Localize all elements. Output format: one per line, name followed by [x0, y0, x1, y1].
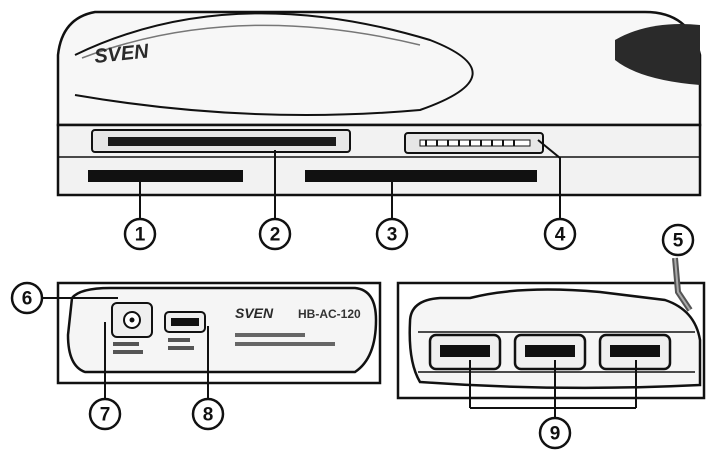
svg-text:3: 3: [387, 225, 398, 246]
svg-text:9: 9: [550, 424, 561, 445]
callout-3: 3: [375, 217, 409, 251]
callout-2: 2: [258, 217, 292, 251]
mini-usb-icon: [164, 311, 206, 333]
callout-5: 5: [661, 223, 695, 257]
usb-side-view: [396, 257, 706, 400]
callout-4: 4: [543, 217, 577, 251]
card-slot-icon: [305, 170, 537, 182]
brand-label: SVEN: [235, 305, 274, 321]
svg-text:8: 8: [203, 405, 214, 426]
usb-port-icon: [598, 333, 672, 371]
device-top-view: SVEN: [56, 10, 702, 197]
svg-text:7: 7: [100, 405, 111, 426]
model-label: HB-AC-120: [298, 307, 361, 321]
callout-8: 8: [191, 397, 225, 431]
svg-text:4: 4: [555, 225, 566, 246]
svg-text:6: 6: [22, 289, 33, 310]
leader-lines-right: [469, 360, 637, 420]
callout-9: 9: [538, 416, 572, 450]
card-slot-icon: [88, 170, 243, 182]
usb-port-icon: [513, 333, 587, 371]
leader-lines-top: [139, 139, 561, 218]
card-slot-icon: [91, 129, 351, 153]
usb-port-icon: [428, 333, 502, 371]
svg-text:5: 5: [673, 231, 684, 252]
svg-text:2: 2: [270, 225, 281, 246]
callout-1: 1: [123, 217, 157, 251]
rear-panel-view: SVEN HB-AC-120: [56, 281, 382, 385]
power-jack-icon: [111, 302, 153, 338]
card-slot-icon: [404, 132, 544, 154]
leader-lines-left: [42, 297, 209, 400]
callout-6: 6: [10, 281, 44, 315]
svg-text:1: 1: [135, 225, 146, 246]
callout-7: 7: [88, 397, 122, 431]
